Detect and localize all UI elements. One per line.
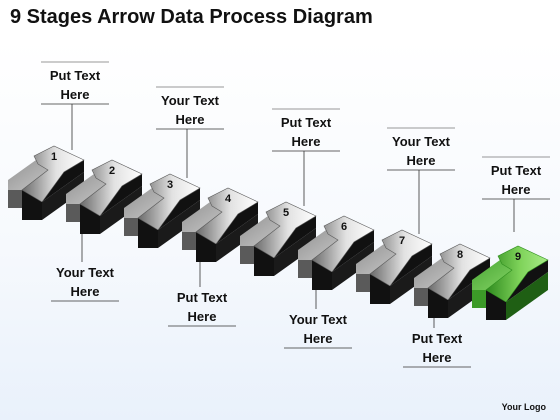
logo-text: Your Logo <box>501 402 546 412</box>
stage-arrow-1: 1 <box>8 145 85 220</box>
label-line-1: Put Text <box>280 115 332 130</box>
label-line-1: Your Text <box>288 312 348 327</box>
label-line-1: Put Text <box>176 290 228 305</box>
stage-arrow-2: 2 <box>66 159 143 234</box>
stage-number-5: 5 <box>283 207 289 219</box>
page-title: 9 Stages Arrow Data Process Diagram <box>10 6 373 28</box>
label-line-1: Put Text <box>49 68 101 83</box>
stage-arrow-9: 9 <box>472 245 549 320</box>
stage-number-3: 3 <box>167 179 173 191</box>
label-line-2: Here <box>501 182 531 197</box>
stage-arrow-5: 5 <box>240 201 317 276</box>
stage-number-9: 9 <box>515 251 521 263</box>
label-line-2: Here <box>422 350 452 365</box>
stage-arrow-3: 3 <box>124 173 201 248</box>
label-line-2: Here <box>303 331 333 346</box>
label-line-2: Here <box>187 309 217 324</box>
label-line-2: Here <box>291 134 321 149</box>
label-line-2: Here <box>60 87 90 102</box>
stage-arrow-7: 7 <box>356 229 433 304</box>
label-line-1: Your Text <box>160 93 220 108</box>
stage-number-1: 1 <box>51 151 57 163</box>
label-line-2: Here <box>406 153 436 168</box>
label-line-2: Here <box>70 284 100 299</box>
label-line-2: Here <box>175 112 205 127</box>
stage-number-8: 8 <box>457 249 463 261</box>
stage-arrow-8: 8 <box>414 243 491 318</box>
stage-number-7: 7 <box>399 235 405 247</box>
stage-number-4: 4 <box>225 193 232 205</box>
stage-arrow-6: 6 <box>298 215 375 290</box>
label-line-1: Your Text <box>55 265 115 280</box>
stage-number-6: 6 <box>341 221 347 233</box>
stage-arrow-4: 4 <box>182 187 259 262</box>
stage-number-2: 2 <box>109 165 115 177</box>
label-line-1: Your Text <box>391 134 451 149</box>
label-line-1: Put Text <box>490 163 542 178</box>
label-line-1: Put Text <box>411 331 463 346</box>
